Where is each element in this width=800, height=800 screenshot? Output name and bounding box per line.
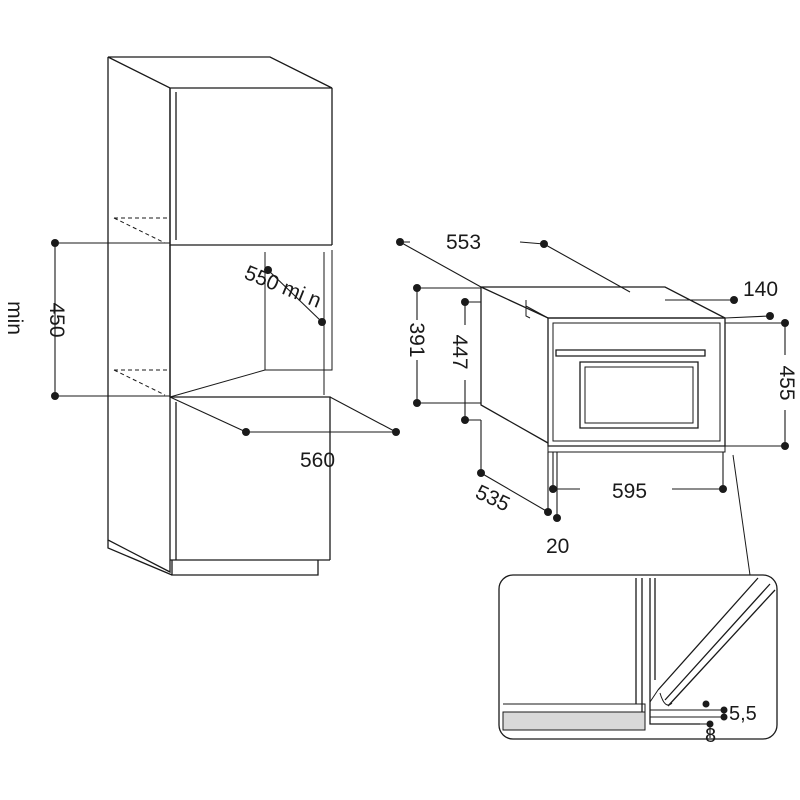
oven-window-inner [584, 366, 694, 424]
cabinet-top-face [107, 56, 333, 89]
oven-top-notch [525, 300, 549, 319]
lower-door [170, 396, 331, 560]
label-8: 8 [705, 725, 716, 747]
oven-base [547, 446, 726, 453]
dim-447: 447 [448, 298, 481, 424]
oven-front-inner [552, 322, 721, 442]
dim-553: 553 [396, 231, 631, 293]
tall-cabinet [107, 56, 333, 576]
dim-560: 560 [169, 396, 400, 472]
oven-top [480, 286, 726, 319]
niche-back-wall [264, 250, 333, 371]
lower-shelf-hint [113, 369, 170, 396]
label-5-5: 5,5 [729, 703, 757, 725]
label-560: 560 [300, 449, 335, 472]
cabinet-side-panel [107, 57, 171, 574]
detail-door-hinge [649, 689, 673, 706]
detail-door-section [657, 577, 776, 707]
oven-body-side [480, 287, 549, 444]
label-553: 553 [446, 231, 481, 254]
dim-535: 535 [472, 420, 552, 516]
upper-shelf-hint [113, 217, 170, 244]
detail-frame [498, 574, 778, 740]
label-455: 455 [775, 365, 798, 400]
cabinet-plinth [170, 559, 330, 576]
dim-550: 550 mi n [241, 261, 326, 326]
label-140: 140 [743, 278, 778, 301]
label-20: 20 [546, 535, 569, 558]
dim-391: 391 [405, 284, 481, 407]
label-535: 535 [472, 481, 513, 517]
label-595: 595 [612, 480, 647, 503]
dim-595: 595 [549, 452, 727, 503]
upper-door [169, 88, 332, 246]
plinth-side [107, 540, 173, 576]
label-min: min [3, 301, 26, 335]
detail-oven-walls [635, 578, 700, 725]
label-391: 391 [405, 322, 428, 357]
detail-leader-line [732, 454, 751, 576]
label-450: 450 [45, 302, 68, 337]
dim-140: 140 [665, 278, 778, 320]
dim-20: 20 [546, 452, 569, 558]
oven [480, 286, 726, 453]
detail-shelf-shaded [502, 711, 646, 731]
niche-floor-edge [169, 369, 266, 398]
oven-handle [555, 349, 706, 357]
oven-window [579, 361, 699, 429]
dim-450: 450 [45, 239, 170, 400]
dim-455: 455 [725, 319, 798, 450]
label-447: 447 [448, 334, 471, 369]
label-550-min: 550 mi n [241, 261, 324, 312]
detail-shelf-top [503, 703, 646, 713]
detail-view: 5,5 8 [498, 574, 778, 747]
